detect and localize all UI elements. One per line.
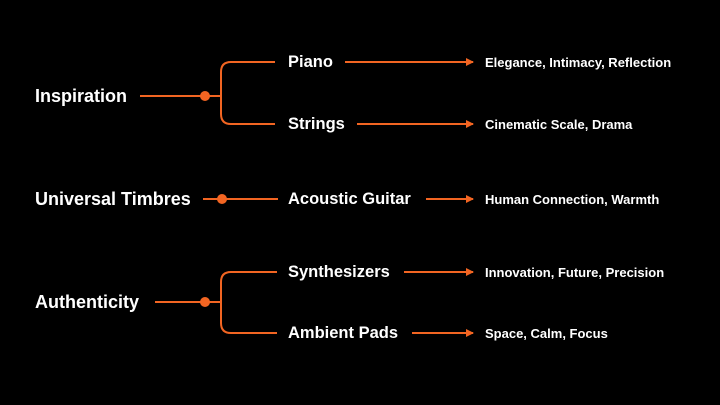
result-label-strings: Cinematic Scale, Drama [485, 117, 633, 132]
branch-label-acoustic-guitar: Acoustic Guitar [288, 190, 411, 208]
result-label-synthesizers: Innovation, Future, Precision [485, 265, 665, 280]
branch-bracket [205, 271, 277, 334]
root-label-universal-timbres: Universal Timbres [35, 189, 191, 209]
result-label-piano: Elegance, Intimacy, Reflection [485, 55, 672, 70]
result-label-acoustic-guitar: Human Connection, Warmth [485, 192, 660, 207]
branch-label-piano: Piano [288, 53, 333, 71]
branch-label-strings: Strings [288, 115, 345, 133]
root-label-authenticity: Authenticity [35, 292, 140, 312]
branch-label-ambient-pads: Ambient Pads [288, 324, 399, 342]
branch-bracket [205, 61, 275, 125]
root-label-inspiration: Inspiration [35, 86, 128, 106]
junction-dot [217, 194, 227, 204]
branch-label-synthesizers: Synthesizers [288, 263, 390, 281]
result-label-ambient-pads: Space, Calm, Focus [485, 326, 608, 341]
